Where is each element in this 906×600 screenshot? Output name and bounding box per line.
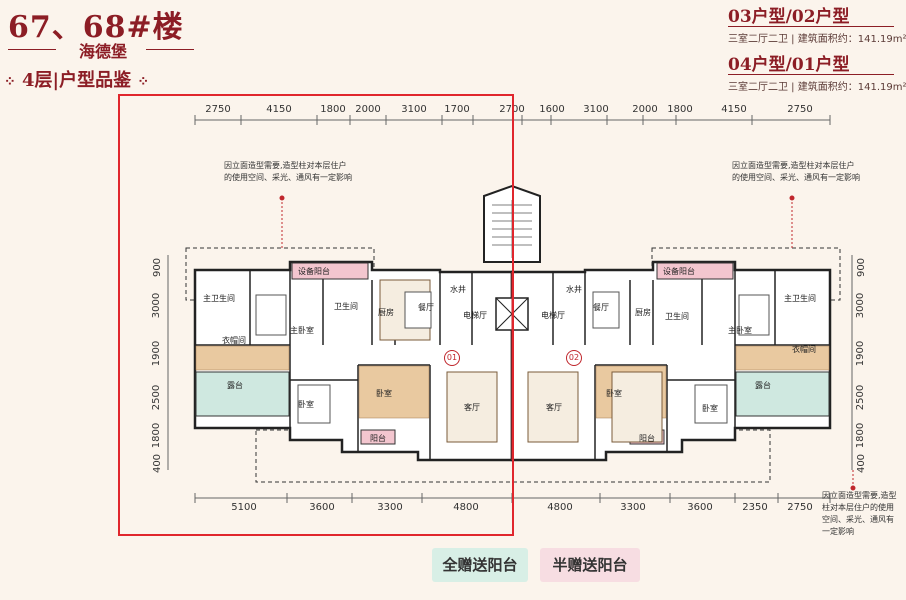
room-balcony2-right: 阳台 xyxy=(639,434,655,443)
unit-info-1: 三室二厅二卫 | 建筑面积约：141.19m² xyxy=(728,34,906,45)
legend-full-gift-balcony: 全赠送阳台 xyxy=(432,548,528,582)
room-dining-left: 餐厅 xyxy=(418,303,434,312)
dim-top-4: 2000 xyxy=(355,104,381,115)
dim-bottom-6: 3300 xyxy=(620,502,646,513)
dim-bottom-7: 3600 xyxy=(687,502,713,513)
room-elevator-left: 电梯厅 xyxy=(463,311,487,320)
room-living-right: 客厅 xyxy=(546,403,562,412)
dim-top-8: 1600 xyxy=(539,104,565,115)
room-bedroom-right: 卧室 xyxy=(606,389,622,398)
room-toilet-right: 卫生间 xyxy=(665,312,689,321)
ornament-right-icon: ⁘ xyxy=(137,74,150,90)
dim-top-1: 2750 xyxy=(205,104,231,115)
room-master-bed-left: 主卧室 xyxy=(290,326,314,335)
room-bedroom2-left: 卧室 xyxy=(298,400,314,409)
unit-layout-1: 三室二厅二卫 xyxy=(728,34,788,45)
room-cloak-left: 衣帽间 xyxy=(222,336,246,345)
dim-right-3: 1900 xyxy=(855,340,867,367)
dim-right-6: 400 xyxy=(856,453,868,474)
note-bottom-right: 因立面造型需要,造型柱对本层住户的使用空间、采光、通风有一定影响 xyxy=(822,491,897,536)
room-bedroom2-right: 卧室 xyxy=(702,404,718,413)
room-equip-balcony-right: 设备阳台 xyxy=(663,267,695,276)
floor-separator: | xyxy=(52,70,60,91)
unit-area-label-2: 建筑面积约： xyxy=(797,82,858,93)
unit-rule-1 xyxy=(728,26,894,27)
unit-type-1: 03户型/02户型 xyxy=(728,7,850,27)
unit-area-value-2: 141.19m² xyxy=(857,82,906,93)
dim-bottom-2: 3600 xyxy=(309,502,335,513)
dim-bottom-3: 3300 xyxy=(377,502,403,513)
dim-right-5: 1800 xyxy=(855,422,867,449)
room-balcony-left: 露台 xyxy=(227,381,243,390)
dim-top-12: 4150 xyxy=(721,104,747,115)
room-water-left: 水井 xyxy=(450,285,466,294)
ornament-left-icon: ⁘ xyxy=(4,74,16,90)
dim-top-13: 2750 xyxy=(787,104,813,115)
room-kitchen-left: 厨房 xyxy=(378,308,394,317)
room-master-bath-right: 主卫生间 xyxy=(784,294,816,303)
dim-bottom-8: 2350 xyxy=(742,502,768,513)
dim-top-11: 1800 xyxy=(667,104,693,115)
dim-top-2: 4150 xyxy=(266,104,292,115)
dim-bottom-5: 4800 xyxy=(547,502,573,513)
room-cloak-right: 衣帽间 xyxy=(792,345,816,354)
room-kitchen-right: 厨房 xyxy=(635,308,651,317)
dim-right-4: 2500 xyxy=(855,384,867,411)
unit-area-value-1: 141.19m² xyxy=(857,34,906,45)
divider-left xyxy=(8,49,56,50)
dim-right-2: 3000 xyxy=(855,292,867,319)
building-title: 67、68#楼 xyxy=(8,10,184,45)
legend-half-gift-balcony: 半赠送阳台 xyxy=(540,548,640,582)
floor-label: 4层 xyxy=(22,70,53,91)
room-balcony2-left: 阳台 xyxy=(370,434,386,443)
dim-top-3: 1800 xyxy=(320,104,346,115)
project-name-row: 海德堡 xyxy=(8,38,194,61)
dim-top-6: 1700 xyxy=(444,104,470,115)
unit-info-2: 三室二厅二卫 | 建筑面积约：141.19m² xyxy=(728,82,906,93)
dim-right-1: 900 xyxy=(856,257,868,278)
floor-title: ⁘ 4层|户型品鉴 ⁘ xyxy=(4,66,149,92)
room-master-bed-right: 主卧室 xyxy=(728,326,752,335)
dim-bottom-1: 5100 xyxy=(231,502,257,513)
unit-marker-01: 01 xyxy=(444,350,460,366)
room-toilet-left: 卫生间 xyxy=(334,302,358,311)
unit-area-label-1: 建筑面积约： xyxy=(797,34,858,45)
dim-top-10: 2000 xyxy=(632,104,658,115)
divider-right xyxy=(146,49,194,50)
room-equip-balcony-left: 设备阳台 xyxy=(298,267,330,276)
unit-highlight-frame xyxy=(118,94,514,536)
room-elevator-right: 电梯厅 xyxy=(541,311,565,320)
room-bedroom-left: 卧室 xyxy=(376,389,392,398)
room-dining-right: 餐厅 xyxy=(593,303,609,312)
unit-rule-2 xyxy=(728,74,894,75)
unit-layout-2: 三室二厅二卫 xyxy=(728,82,788,93)
unit-marker-02: 02 xyxy=(566,350,582,366)
dim-bottom-9: 2750 xyxy=(787,502,813,513)
floor-subtitle: 户型品鉴 xyxy=(59,70,132,91)
note-left: 因立面造型需要,造型柱对本层住户的使用空间、采光、通风有一定影响 xyxy=(224,161,352,182)
dim-bottom-4: 4800 xyxy=(453,502,479,513)
dim-top-5: 3100 xyxy=(401,104,427,115)
unit-type-2: 04户型/01户型 xyxy=(728,55,850,75)
project-name: 海德堡 xyxy=(78,42,127,61)
room-water-right: 水井 xyxy=(566,285,582,294)
dim-top-9: 3100 xyxy=(583,104,609,115)
room-living-left: 客厅 xyxy=(464,403,480,412)
room-balcony-right: 露台 xyxy=(755,381,771,390)
note-right: 因立面造型需要,造型柱对本层住户的使用空间、采光、通风有一定影响 xyxy=(732,161,860,182)
room-master-bath-left: 主卫生间 xyxy=(203,294,235,303)
